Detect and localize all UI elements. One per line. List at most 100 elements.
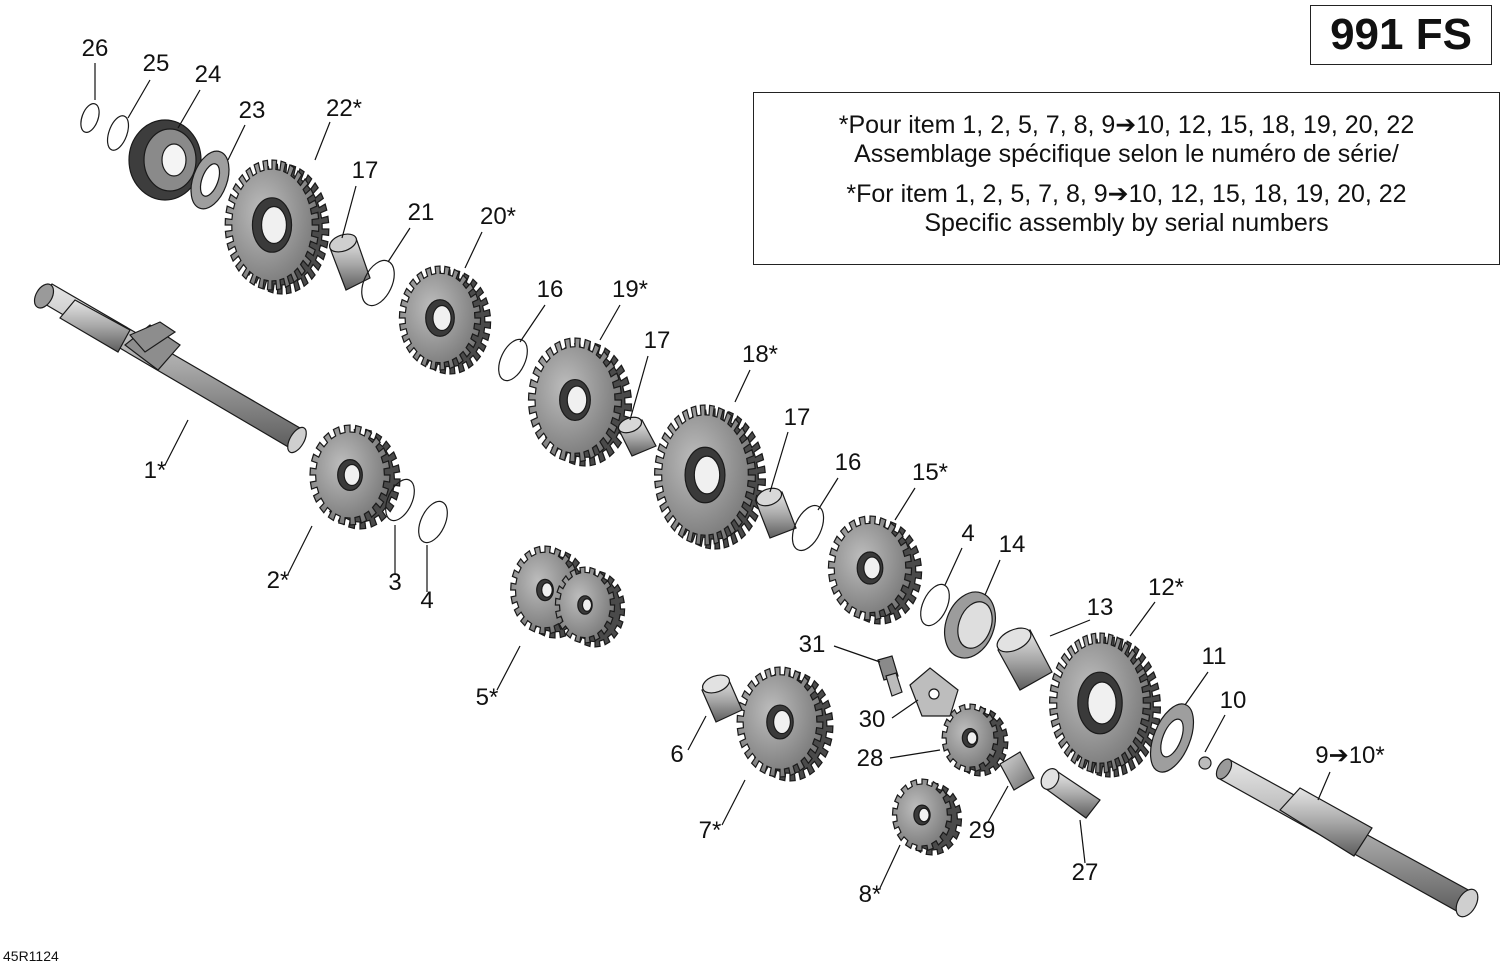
gear-22 — [224, 159, 330, 295]
callout-label: 23 — [239, 97, 266, 124]
callout-leader — [387, 227, 411, 263]
callout-label: 31 — [799, 631, 826, 658]
callout-label: 25 — [143, 50, 170, 77]
note-line-4: Specific assembly by serial numbers — [924, 209, 1329, 237]
ball-10 — [1198, 756, 1212, 770]
callout-label: 24 — [195, 61, 222, 88]
callout-leader — [1317, 771, 1331, 801]
callout-leader — [629, 355, 649, 421]
input-shaft — [33, 283, 307, 454]
callout-leader — [599, 304, 621, 341]
drawing-reference: 45R1124 — [3, 948, 59, 964]
gear-2 — [309, 424, 401, 530]
callout-label: 1* — [144, 457, 167, 484]
callout-label: 4 — [961, 520, 974, 547]
callout-label: 17 — [644, 327, 671, 354]
callout-label: 3 — [388, 569, 401, 596]
callout-label: 26 — [82, 35, 109, 62]
callout-label: 19* — [612, 276, 648, 303]
callout-label: 15* — [912, 459, 948, 486]
callout-leader — [1184, 671, 1209, 706]
callout-leader — [987, 785, 1009, 823]
snap-ring-16b — [791, 504, 825, 552]
callout-label: 5* — [476, 684, 499, 711]
callout-leader — [889, 749, 941, 759]
callout-leader — [817, 477, 839, 511]
needle-sleeve-17a — [328, 233, 371, 291]
needle-bearing-29 — [999, 751, 1035, 791]
callout-label: 18* — [742, 341, 778, 368]
gear-18 — [653, 404, 767, 550]
callout-leader — [721, 779, 746, 826]
snap-ring-4b — [920, 583, 950, 627]
callout-leader — [227, 124, 246, 161]
callout-leader — [891, 699, 919, 719]
callout-leader — [833, 645, 881, 663]
needle-sleeve-17c — [755, 487, 797, 539]
output-shaft — [1215, 758, 1479, 918]
callout-leader — [341, 185, 357, 239]
plate-30 — [909, 667, 959, 717]
callout-label: 12* — [1148, 574, 1184, 601]
snap-ring-4a — [418, 500, 448, 544]
gear-8 — [891, 778, 963, 856]
callout-leader — [164, 419, 189, 466]
callout-leader — [496, 645, 521, 691]
callout-leader — [1049, 619, 1091, 637]
callout-leader — [519, 304, 546, 343]
callout-label: 9➔10* — [1315, 742, 1385, 769]
callout-label: 2* — [267, 567, 290, 594]
callout-label: 30 — [859, 706, 886, 733]
callout-leader — [734, 369, 751, 403]
callout-label: 11 — [1202, 643, 1227, 670]
callout-label: 21 — [408, 199, 435, 226]
model-badge: 991 FS — [1310, 5, 1492, 65]
callout-label: 10 — [1220, 687, 1247, 714]
callout-leader — [944, 547, 963, 586]
note-line-2: Assemblage spécifique selon le numéro de… — [854, 140, 1399, 168]
callout-label: 13 — [1087, 594, 1114, 621]
callout-label: 28 — [857, 745, 884, 772]
bolt-31 — [877, 655, 903, 697]
callout-label: 27 — [1072, 859, 1099, 886]
washer-25 — [106, 115, 130, 151]
callout-label: 7* — [699, 817, 722, 844]
callout-label: 8* — [859, 881, 882, 908]
callout-leader — [1129, 601, 1156, 637]
callout-leader — [769, 431, 789, 493]
callout-label: 17 — [784, 404, 811, 431]
callout-label: 16 — [537, 276, 564, 303]
callout-leader — [464, 231, 483, 269]
ball-bearing-24 — [128, 119, 202, 201]
callout-leader — [127, 79, 151, 119]
pin-27 — [1040, 768, 1101, 819]
note-line-1: *Pour item 1, 2, 5, 7, 8, 9➔10, 12, 15, … — [838, 111, 1415, 139]
callout-leader — [687, 715, 707, 751]
callout-label: 6 — [670, 741, 683, 768]
gear-7 — [736, 666, 834, 782]
thrust-washer-23 — [190, 150, 230, 210]
gear-5b — [554, 566, 626, 648]
callout-label: 20* — [480, 203, 516, 230]
needle-sleeve-17b — [617, 416, 657, 457]
callout-leader — [314, 121, 331, 161]
callout-label: 4 — [420, 587, 433, 614]
sleeve-6 — [701, 674, 743, 723]
snap-ring-16a — [498, 338, 528, 382]
bearing-cup-14 — [944, 591, 996, 659]
gear-19 — [527, 337, 633, 467]
callout-label: 22* — [326, 95, 362, 122]
serial-note: *Pour item 1, 2, 5, 7, 8, 9➔10, 12, 15, … — [753, 92, 1500, 265]
gear-12 — [1048, 632, 1162, 778]
callout-leader — [1204, 714, 1226, 753]
gear-15 — [827, 515, 923, 625]
bearing-cone-13 — [996, 627, 1053, 691]
callout-leader — [894, 487, 916, 521]
callout-label: 14 — [999, 531, 1026, 558]
gear-20 — [398, 265, 492, 375]
callout-leader — [1079, 819, 1086, 864]
callout-leader — [879, 844, 901, 889]
snap-ring-3 — [385, 478, 415, 522]
circlip-26 — [80, 103, 100, 133]
